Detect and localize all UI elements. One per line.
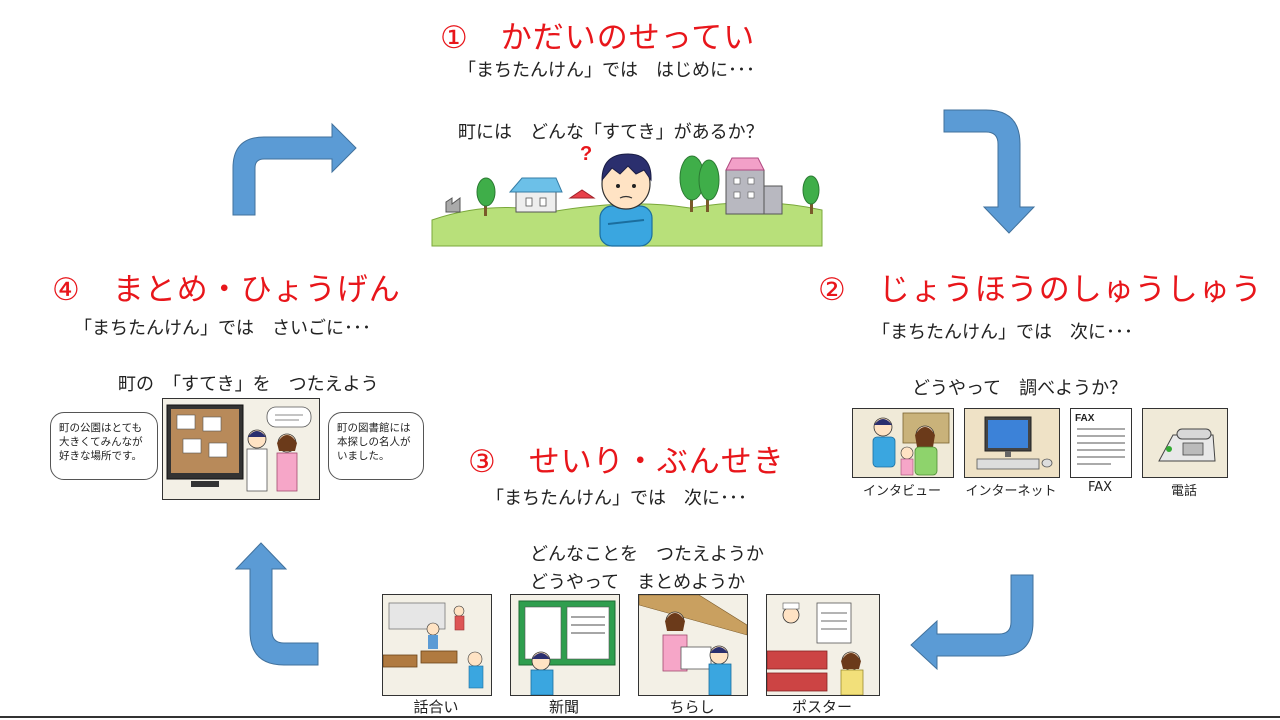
- tree: [476, 177, 496, 207]
- step2-title: ② じょうほうのしゅうしゅう: [818, 272, 1263, 308]
- discussion-icon: [383, 595, 491, 695]
- factory-building: [445, 197, 461, 213]
- svg-text:FAX: FAX: [1075, 413, 1095, 424]
- tree: [802, 175, 820, 205]
- poster-panel: [766, 594, 880, 696]
- speech-bubble-library: 町の図書館には本探しの名人がいました。: [328, 412, 424, 480]
- method-label-flyer: ちらし: [669, 698, 715, 716]
- method-label-interview: インタビュー: [862, 484, 941, 499]
- interview-icon: [853, 409, 953, 477]
- interview-panel: [852, 408, 954, 478]
- step3-title: ③ せいり・ぶんせき: [468, 444, 785, 480]
- step4-title: ④ まとめ・ひょうげん: [52, 272, 401, 308]
- fax-panel: FAX: [1070, 408, 1132, 478]
- town-illustration: ?: [431, 143, 823, 247]
- presentation-icon: [163, 399, 319, 499]
- speech-bubble-park: 町の公園はとても大きくてみんなが好きな場所です。: [50, 412, 158, 480]
- newspaper-panel: [510, 594, 620, 696]
- method-label-newspaper: 新聞: [548, 698, 579, 716]
- question-mark-icon: ?: [580, 143, 592, 165]
- method-label-discussion: 話合い: [413, 698, 459, 716]
- method-label-poster: ポスター: [791, 698, 852, 716]
- flyer-icon: [639, 595, 747, 695]
- shrine-roof: [568, 189, 596, 199]
- arrow-step4-to-step1: [232, 122, 357, 216]
- bottom-border: [0, 716, 1280, 718]
- flyer-panel: [638, 594, 748, 696]
- arrow-step1-to-step2: [943, 109, 1036, 234]
- house-blue: [515, 189, 557, 213]
- apartment-building: [725, 169, 765, 215]
- step1-subtitle: 「まちたんけん」では はじめに･･･: [458, 60, 755, 81]
- telephone-panel: [1142, 408, 1228, 478]
- method-label-internet: インターネット: [965, 484, 1057, 499]
- arrow-step3-to-step4: [234, 542, 319, 666]
- arrow-step2-to-step3: [910, 574, 1034, 671]
- step1-question: 町には どんな「すてき」があるか？: [458, 122, 764, 143]
- method-label-phone: 電話: [1170, 484, 1197, 499]
- presentation-panel: [162, 398, 320, 500]
- discussion-panel: [382, 594, 492, 696]
- tree: [698, 159, 720, 201]
- step4-subtitle: 「まちたんけん」では さいごに･･･: [74, 318, 371, 339]
- step3-question-1: どんなことを つたえようか: [530, 544, 764, 565]
- poster-icon: [767, 595, 879, 695]
- method-label-fax: FAX: [1087, 480, 1113, 495]
- telephone-icon: [1143, 409, 1227, 477]
- step2-question: どうやって 調べようか？: [912, 378, 1128, 399]
- thinking-boy-icon: [599, 153, 653, 247]
- computer-icon: [965, 409, 1059, 477]
- step4-question: 町の 「すてき」を つたえよう: [118, 374, 379, 395]
- fax-document-icon: FAX: [1071, 409, 1131, 477]
- step2-subtitle: 「まちたんけん」では 次に･･･: [872, 322, 1133, 343]
- newspaper-icon: [511, 595, 619, 695]
- step3-subtitle: 「まちたんけん」では 次に･･･: [486, 488, 747, 509]
- internet-panel: [964, 408, 1060, 478]
- step3-question-2: どうやって まとめようか: [530, 572, 746, 593]
- step1-title: ① かだいのせってい: [440, 20, 756, 56]
